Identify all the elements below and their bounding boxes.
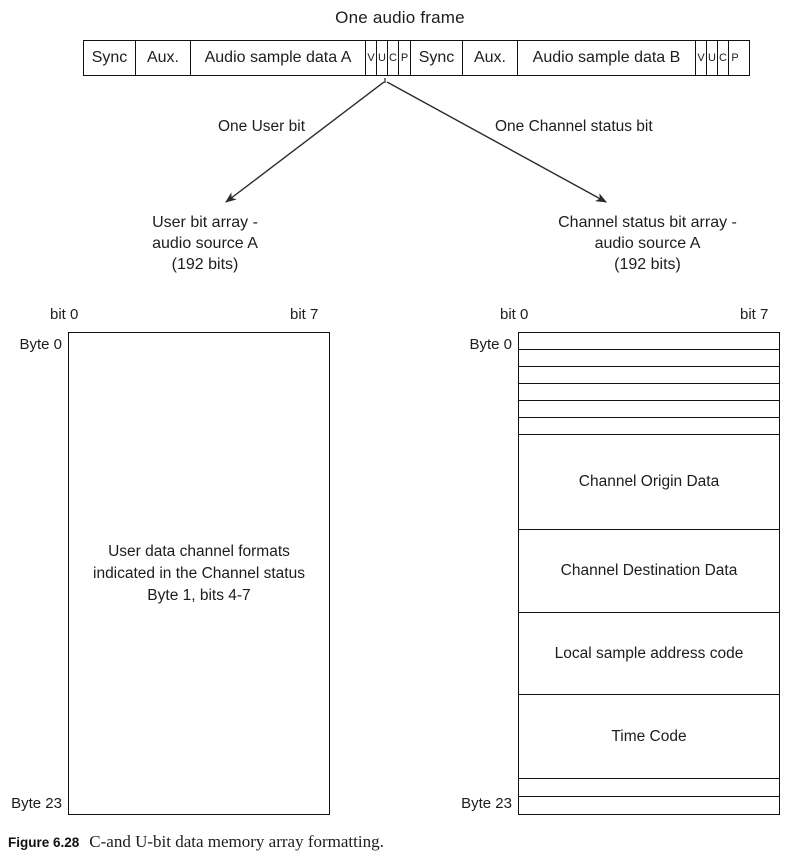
- figure-caption: Figure 6.28 C-and U-bit data memory array…: [8, 832, 384, 852]
- frame-cell-u-11: U: [707, 41, 718, 75]
- channel-array-row-blank-2: [519, 367, 779, 384]
- user-array-bit7-label: bit 7: [290, 306, 319, 323]
- channel-array-row-blank-5: [519, 418, 779, 435]
- channel-array-bit0-label: bit 0: [500, 306, 529, 323]
- channel-array-row-channel-destination-data-7: Channel Destination Data: [519, 530, 779, 613]
- user-array-bit0-label: bit 0: [50, 306, 79, 323]
- frame-cell-sync-0: Sync: [84, 41, 136, 75]
- channel-array-row-blank-1: [519, 350, 779, 367]
- frame-cell-v-10: V: [696, 41, 707, 75]
- channel-array-row-blank-4: [519, 401, 779, 418]
- user-array-caption: User bit array -audio source A(192 bits): [152, 214, 258, 273]
- channel-array-row-time-code-9: Time Code: [519, 695, 779, 779]
- frame-cell-c-12: C: [718, 41, 729, 75]
- frame-cell-audio-sample-data-a-2: Audio sample data A: [191, 41, 366, 75]
- channel-array-row-blank-3: [519, 384, 779, 401]
- channel-array-row-blank-10: [519, 779, 779, 797]
- frame-cell-c-5: C: [388, 41, 399, 75]
- frame-cell-p-13: P: [731, 52, 739, 64]
- frame-cell-v-3: V: [366, 41, 377, 75]
- frame-cell-u-4: U: [377, 41, 388, 75]
- audio-frame-title: One audio frame: [335, 8, 465, 27]
- channel-array-row-blank-11: [519, 797, 779, 815]
- channel-array-byte0-label: Byte 0: [469, 336, 512, 353]
- one-user-bit-label: One User bit: [218, 118, 306, 135]
- channel-array-caption: Channel status bit array -audio source A…: [558, 214, 737, 273]
- frame-cell-aux-8: Aux.: [463, 41, 518, 75]
- channel-array-bit7-label: bit 7: [740, 306, 769, 323]
- frame-cell-p-6: P: [399, 41, 411, 75]
- frame-cell-sync-7: Sync: [411, 41, 463, 75]
- channel-array-row-channel-origin-data-6: Channel Origin Data: [519, 435, 779, 530]
- one-channel-status-bit-label: One Channel status bit: [495, 118, 653, 135]
- figure-number: Figure 6.28: [8, 835, 80, 850]
- user-array-byte23-label: Byte 23: [11, 795, 62, 812]
- channel-array-byte23-label: Byte 23: [461, 795, 512, 812]
- frame-cell-aux-1: Aux.: [136, 41, 191, 75]
- channel-array-row-blank-0: [519, 333, 779, 350]
- frame-cell-audio-sample-data-b-9: Audio sample data B: [518, 41, 696, 75]
- channel-array-row-local-sample-address-code-8: Local sample address code: [519, 613, 779, 695]
- user-array-byte0-label: Byte 0: [19, 336, 62, 353]
- figure-caption-text: C-and U-bit data memory array formatting…: [89, 832, 384, 851]
